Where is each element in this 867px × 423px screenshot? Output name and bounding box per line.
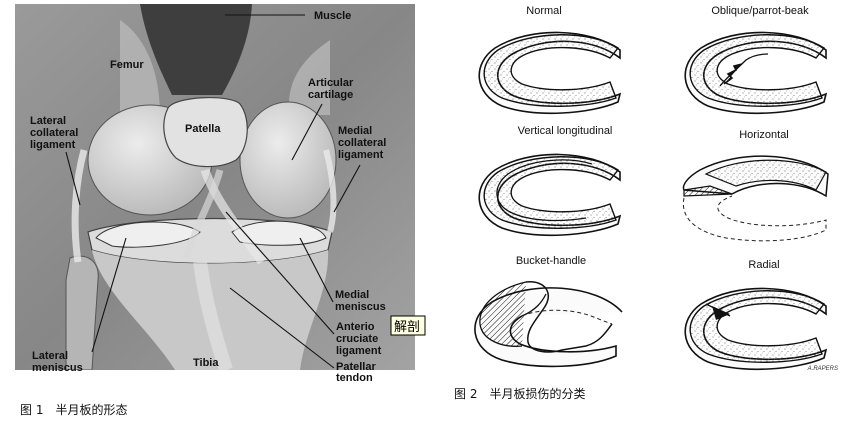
figure1-caption: 图 1 半月板的形态 xyxy=(20,402,127,417)
title-oblique: Oblique/parrot-beak xyxy=(711,5,809,17)
title-horizontal: Horizontal xyxy=(739,129,789,141)
label-patella: Patella xyxy=(185,123,221,135)
label-articular-cartilage: Articular cartilage xyxy=(308,77,356,101)
panel-normal: Normal xyxy=(478,5,622,114)
title-normal: Normal xyxy=(526,5,561,17)
anatomy-tooltip: 解剖 xyxy=(390,315,426,336)
label-femur: Femur xyxy=(110,59,144,71)
title-radial: Radial xyxy=(748,259,779,271)
label-medial-meniscus: Medial meniscus xyxy=(335,289,386,313)
label-muscle: Muscle xyxy=(314,10,351,22)
meniscus-tear-classification: Normal Oblique/parrot-beak Vertical long… xyxy=(474,5,838,372)
panel-radial: Radial A.RAPERS xyxy=(684,259,838,372)
figure1-labels: Muscle Femur Articular cartilage Patella… xyxy=(30,10,389,384)
label-anterior-cruciate-ligament: Anterio cruciate ligament xyxy=(336,321,382,357)
label-patellar-tendon: Patellar tendon xyxy=(336,361,379,384)
label-lateral-meniscus: Lateral meniscus xyxy=(32,350,83,374)
title-vertical-longitudinal: Vertical longitudinal xyxy=(518,125,613,137)
label-lateral-collateral-ligament: Lateral collateral ligament xyxy=(30,115,81,151)
label-tibia: Tibia xyxy=(193,357,219,369)
figure2-caption: 图 2 半月板损伤的分类 xyxy=(454,386,585,401)
panel-bucket-handle: Bucket-handle xyxy=(474,255,623,368)
panel-oblique-parrot-beak: Oblique/parrot-beak xyxy=(684,5,828,114)
svg-text:解剖: 解剖 xyxy=(394,320,420,335)
panel-vertical-longitudinal: Vertical longitudinal xyxy=(478,125,622,236)
panel-horizontal: Horizontal xyxy=(682,129,829,242)
label-medial-collateral-ligament: Medial collateral ligament xyxy=(338,125,389,161)
title-bucket-handle: Bucket-handle xyxy=(516,255,586,267)
illustrator-signature: A.RAPERS xyxy=(807,366,838,372)
